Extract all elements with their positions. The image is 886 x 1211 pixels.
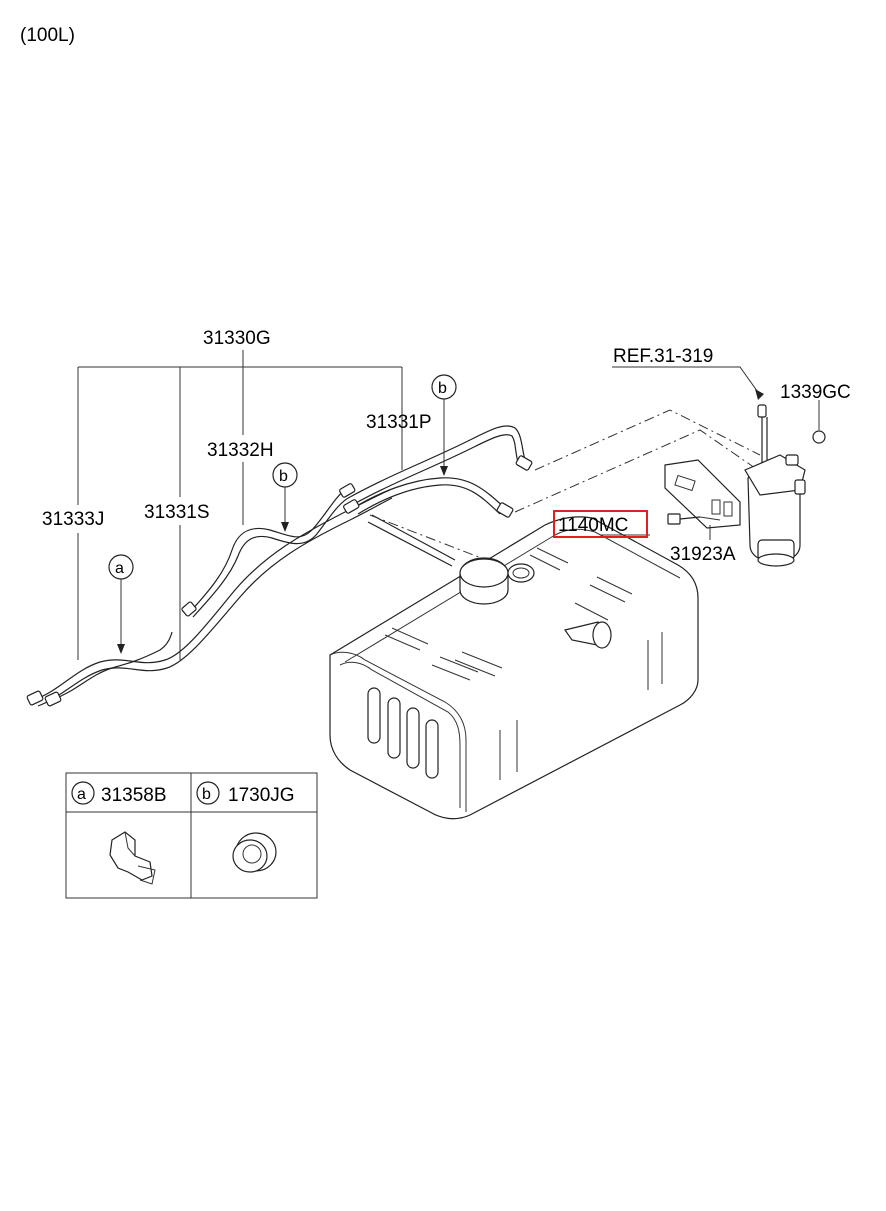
bracket-31330G <box>77 350 403 660</box>
callout-ref-31-319[interactable]: REF.31-319 <box>613 346 713 367</box>
legend-b-part: 1730JG <box>228 785 295 806</box>
svg-text:a: a <box>77 786 86 803</box>
marker-a[interactable]: a <box>108 554 134 654</box>
svg-text:b: b <box>279 468 288 485</box>
callout-1140MC-highlight <box>553 510 648 538</box>
marker-b-right[interactable]: b <box>431 374 457 476</box>
legend-table: a 31358B b 1730JG <box>65 772 318 899</box>
svg-text:b: b <box>202 786 211 803</box>
callout-31332H[interactable]: 31332H <box>207 440 274 461</box>
legend-b-header[interactable]: b 1730JG <box>196 781 295 806</box>
svg-text:a: a <box>115 560 124 577</box>
callout-31331P[interactable]: 31331P <box>366 412 432 433</box>
callout-31333J[interactable]: 31333J <box>42 509 104 530</box>
svg-text:1140MC: 1140MC <box>558 515 628 536</box>
fuel-tank <box>329 516 699 820</box>
legend-a-part: 31358B <box>101 785 167 806</box>
callout-1339GC[interactable]: 1339GC <box>780 382 851 403</box>
fuel-tubes <box>26 425 533 707</box>
callout-31331S[interactable]: 31331S <box>144 502 210 523</box>
callout-31330G[interactable]: 31330G <box>203 328 271 349</box>
variant-label: (100L) <box>20 25 75 46</box>
svg-text:b: b <box>438 380 447 397</box>
legend-a-header[interactable]: a 31358B <box>71 781 167 806</box>
fuel-filter <box>600 366 826 567</box>
grommet-part-image <box>232 832 277 873</box>
callout-1140MC[interactable]: 1140MC <box>553 510 648 538</box>
marker-b-left[interactable]: b <box>272 462 298 532</box>
callout-31923A[interactable]: 31923A <box>670 544 736 565</box>
clip-part-image <box>109 831 156 885</box>
